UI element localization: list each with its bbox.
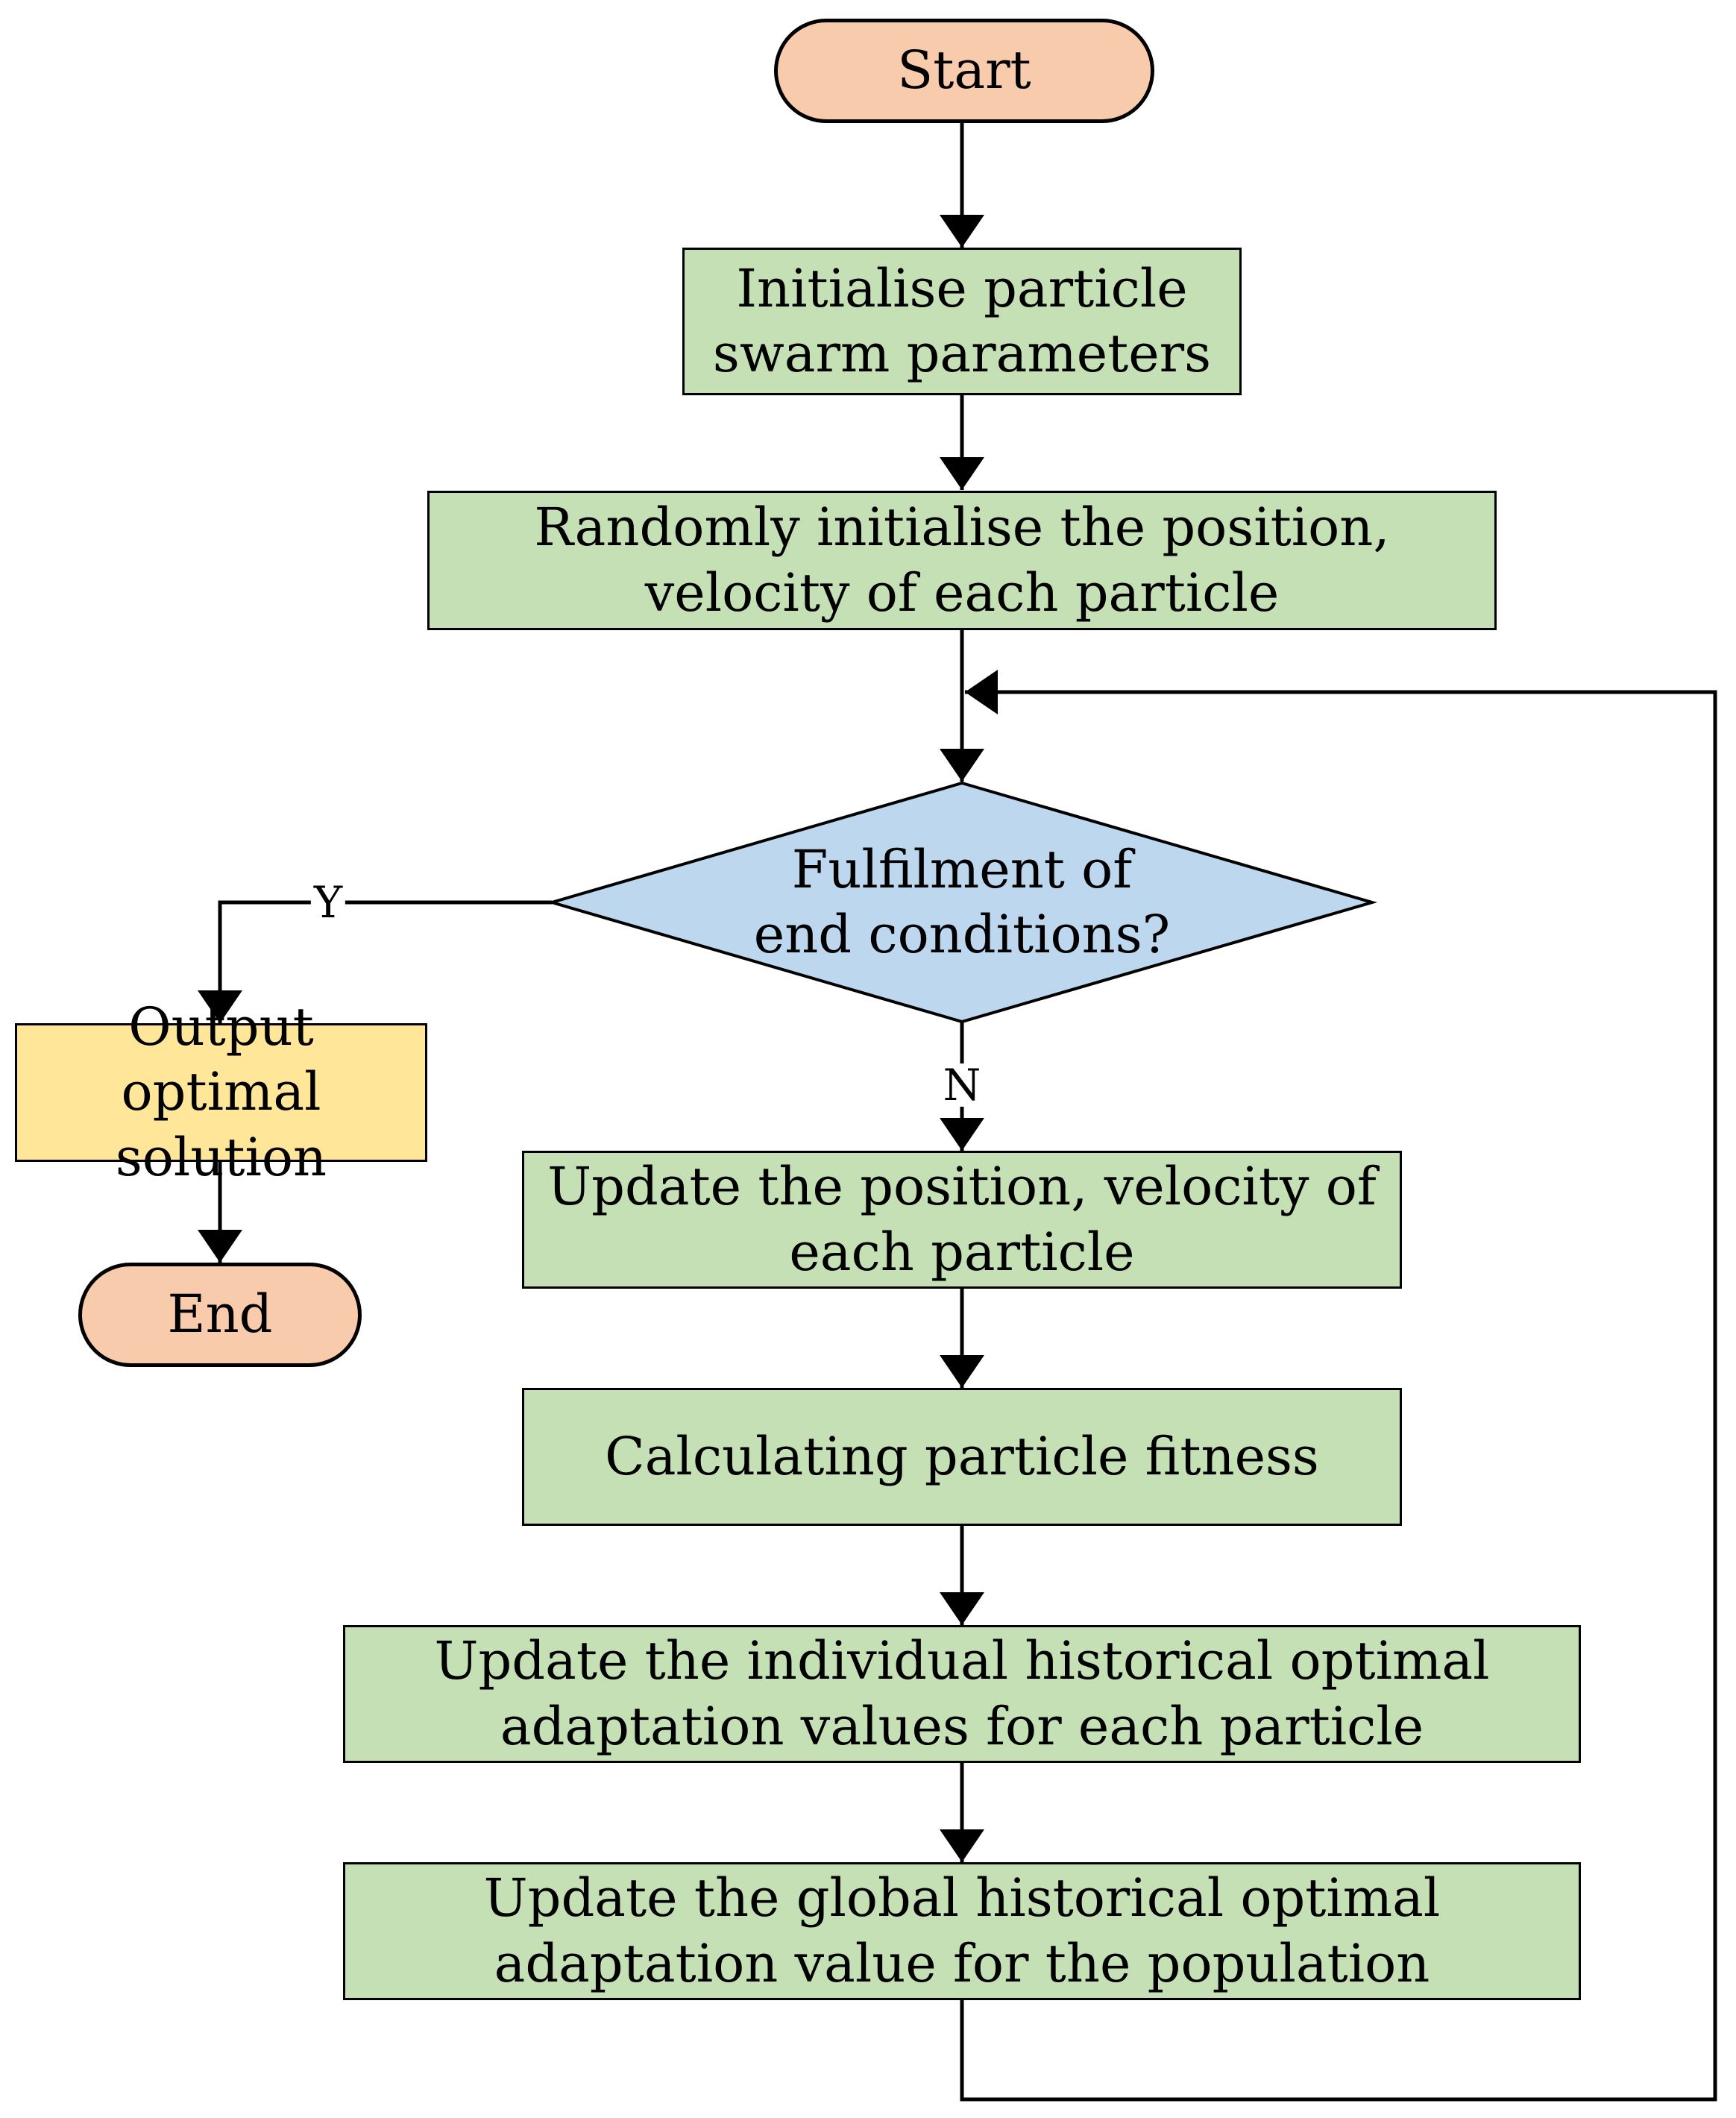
decision-label: Fulfilment of end conditions? [753, 838, 1171, 966]
decision-box: Fulfilment of end conditions? [716, 820, 1208, 984]
arrow-loop-back [960, 670, 1717, 2102]
init-params-box: Initialise particle swarm parameters [682, 248, 1242, 395]
end-label: End [167, 1283, 273, 1345]
random-init-box: Randomly initialise the position, veloci… [427, 491, 1497, 630]
update-position-label: Update the position, velocity of each pa… [547, 1156, 1377, 1283]
fitness-box: Calculating particle fitness [522, 1388, 1402, 1526]
update-individual-label: Update the individual historical optimal… [434, 1630, 1490, 1757]
update-global-box: Update the global historical optimal ada… [343, 1862, 1581, 2000]
update-global-label: Update the global historical optimal ada… [483, 1867, 1441, 1994]
end-terminal: End [78, 1263, 362, 1367]
start-terminal: Start [774, 19, 1154, 123]
random-init-label: Randomly initialise the position, veloci… [534, 497, 1390, 623]
no-edge-label: N [940, 1063, 984, 1107]
init-params-label: Initialise particle swarm parameters [712, 257, 1212, 385]
output-label: Output optimal solution [115, 996, 327, 1188]
update-individual-box: Update the individual historical optimal… [343, 1625, 1581, 1763]
arrow-decision-to-output-yes [198, 900, 552, 1023]
start-label: Start [897, 40, 1031, 101]
fitness-label: Calculating particle fitness [605, 1425, 1319, 1487]
update-position-box: Update the position, velocity of each pa… [522, 1151, 1402, 1289]
output-box: Output optimal solution [15, 996, 427, 1188]
yes-edge-label: Y [310, 881, 346, 924]
